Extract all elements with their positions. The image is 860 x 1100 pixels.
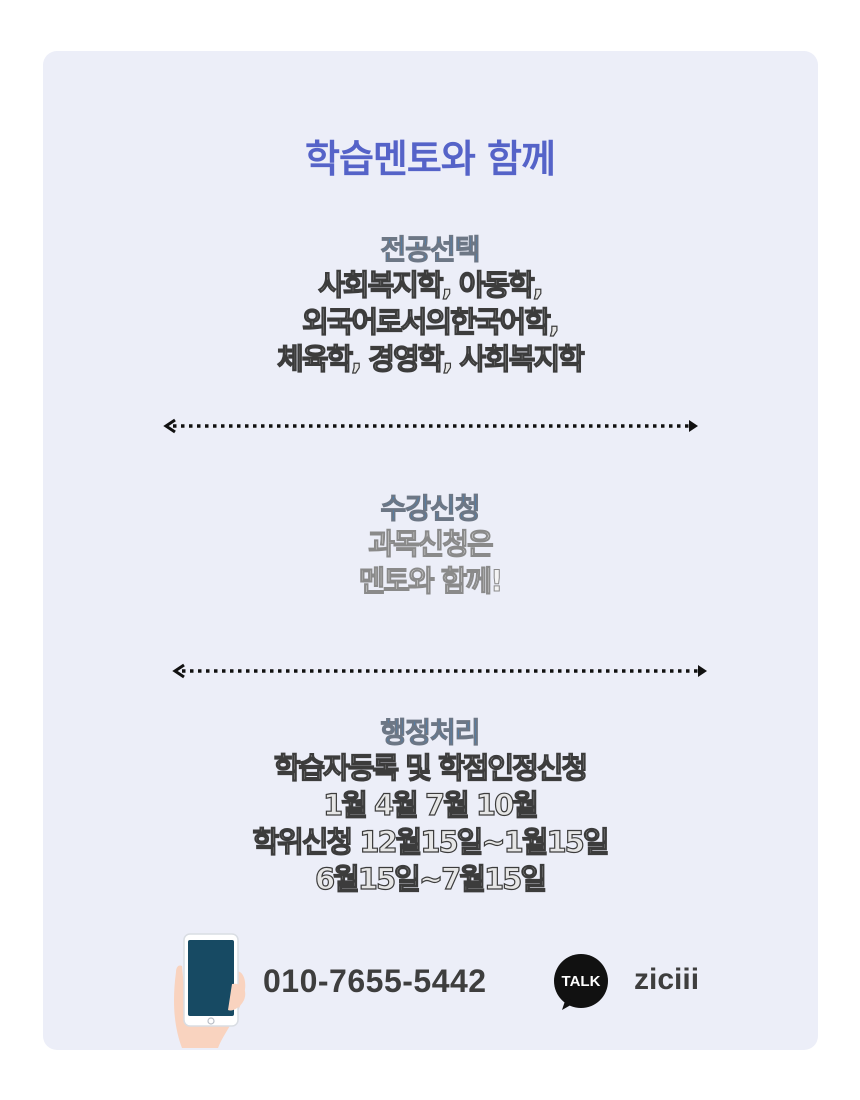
double-arrow-divider	[163, 418, 698, 434]
section-line: 과목신청은	[368, 527, 494, 562]
section-line: 체육학, 경영학, 사회복지학	[277, 341, 586, 376]
talk-badge-label: TALK	[562, 973, 601, 990]
phone-number[interactable]: 010-7655-5442	[263, 963, 487, 999]
kakao-id[interactable]: ziciii	[634, 963, 700, 996]
section-major-selection: 전공선택 사회복지학, 아동학, 외국어로서의한국어학, 체육학, 경영학, 사…	[0, 233, 860, 378]
phone-in-hand-icon	[174, 933, 246, 1048]
kakao-talk-icon[interactable]: TALK	[552, 954, 610, 1012]
section-line: 1월 4월 7월 10월	[322, 787, 539, 822]
section-line: 학위신청 12월15일~1월15일	[252, 824, 610, 859]
section-course-registration: 수강신청 과목신청은 멘토와 함께!	[0, 492, 860, 600]
page-title: 학습멘토와 함께	[305, 137, 556, 181]
double-arrow-divider	[172, 663, 707, 679]
section-heading: 전공선택	[380, 233, 481, 267]
section-heading: 행정처리	[380, 716, 481, 750]
section-line: 사회복지학, 아동학,	[318, 267, 545, 302]
section-line: 외국어로서의한국어학,	[301, 304, 560, 339]
section-line: 멘토와 함께!	[358, 564, 504, 599]
section-line: 6월15일~7월15일	[314, 861, 547, 896]
section-line: 학습자등록 및 학점인정신청	[273, 750, 589, 785]
section-administration: 행정처리 학습자등록 및 학점인정신청 1월 4월 7월 10월 학위신청 12…	[0, 716, 860, 898]
section-heading: 수강신청	[380, 492, 481, 526]
info-card	[43, 51, 818, 1050]
